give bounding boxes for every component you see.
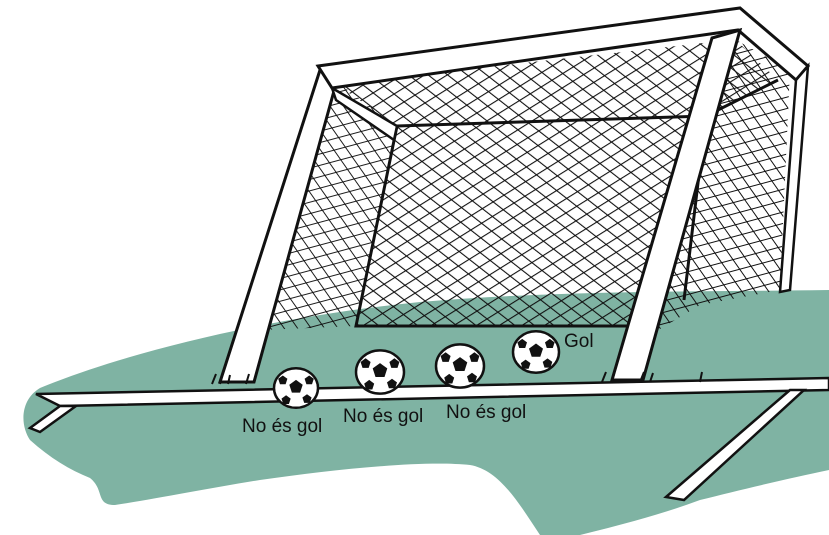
soccer-ball-1 [274, 368, 318, 408]
ball-2-label: No és gol [343, 406, 423, 427]
ball-4-label: Gol [564, 331, 594, 352]
soccer-ball-4 [513, 331, 559, 372]
ball-3-label: No és gol [446, 402, 526, 423]
ball-1-label: No és gol [242, 416, 322, 437]
soccer-ball-2 [356, 350, 404, 393]
soccer-ball-3 [436, 344, 484, 387]
